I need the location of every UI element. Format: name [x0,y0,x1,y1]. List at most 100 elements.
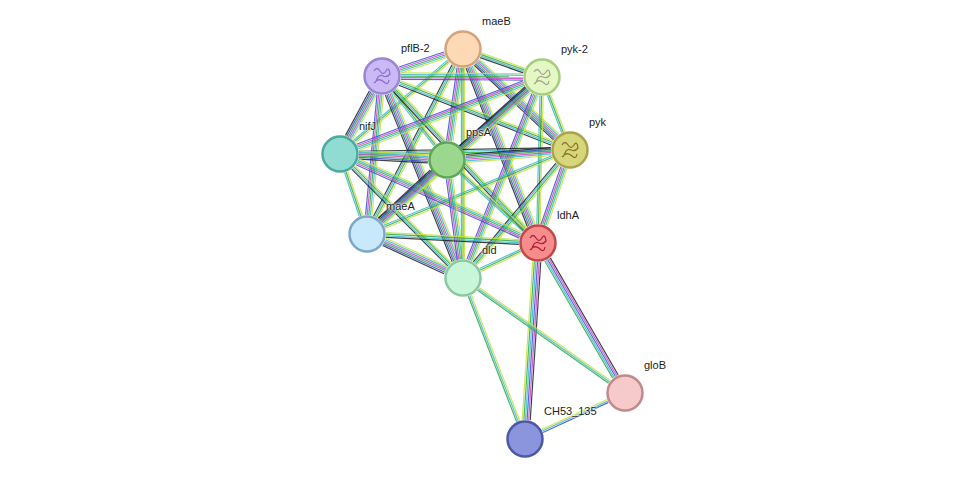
evidence-line [522,262,532,420]
evidence-line [466,151,551,158]
structure-icon [374,69,390,84]
node-label: ppsA [466,126,491,138]
evidence-line [386,236,519,243]
structure-icon [534,70,550,85]
interaction-edge [466,148,552,163]
node-label: maeA [386,200,415,212]
node-circle-shape [363,57,401,95]
evidence-line [386,238,447,266]
evidence-line [380,172,432,220]
node-circle [323,137,358,172]
interaction-edge [446,178,463,259]
protein-node: ppsA [428,141,466,179]
protein-node: nifJ [321,135,359,173]
node-label: dld [482,244,497,256]
evidence-line [345,173,360,217]
node-circle-shape [523,58,561,96]
evidence-line [460,174,523,231]
evidence-line [548,259,616,376]
node-circle [553,133,588,168]
interaction-edge [359,151,429,163]
node-circle-shape [506,420,544,458]
interaction-edge [547,94,564,133]
interaction-edge [468,295,519,422]
evidence-line [470,296,518,422]
evidence-line [473,163,556,262]
protein-node: dld [444,259,482,297]
node-circle [608,376,643,411]
node-circle-shape [321,135,359,173]
interaction-edge [473,163,559,265]
evidence-line [468,296,516,422]
evidence-line [461,173,524,230]
evidence-line [401,74,523,76]
evidence-line [476,165,559,264]
evidence-line [478,290,609,383]
node-label: nifJ [359,120,376,132]
evidence-line [359,159,428,163]
evidence-line [466,148,551,155]
node-circle [430,143,465,178]
evidence-line [378,170,430,218]
protein-node: pyk [551,131,589,169]
evidence-line [549,95,563,133]
structure-icon [530,236,546,251]
evidence-line [381,173,433,221]
evidence-line [383,175,435,223]
node-circle [521,226,556,261]
evidence-line [550,258,618,375]
interaction-edge [522,262,540,421]
evidence-line [537,96,540,224]
protein-node: CH53_135 [506,420,544,458]
evidence-line [542,401,607,431]
node-circle-shape [348,215,386,253]
evidence-line [466,149,551,156]
evidence-line [446,179,457,259]
evidence-line [383,244,444,272]
evidence-line [386,234,519,241]
interaction-edge [383,238,448,273]
evidence-line [379,171,431,219]
evidence-line [401,77,523,79]
interaction-edge [345,171,363,216]
node-label: CH53_135 [544,405,597,417]
evidence-line [359,87,525,150]
node-circle [525,60,560,95]
node-circle-shape [428,141,466,179]
interaction-edge [401,73,523,80]
evidence-line [384,176,436,224]
evidence-line [346,172,361,216]
node-circle-shape [519,224,557,262]
evidence-line [543,402,608,432]
node-circle-shape [444,30,482,68]
evidence-line [475,164,558,263]
interaction-edge [345,91,376,139]
protein-node: gloB [606,374,644,412]
node-label: ldhA [557,209,579,221]
interaction-edge [378,170,436,224]
node-label: pyk-2 [561,43,588,55]
evidence-line [384,243,445,271]
node-circle-shape [551,131,589,169]
node-circle [446,32,481,67]
protein-node: ldhA [519,224,557,262]
structure-icon [562,143,578,158]
node-circle [446,261,481,296]
node-label: pflB-2 [401,42,430,54]
node-label: pyk [589,116,606,128]
protein-node: pyk-2 [523,58,561,96]
protein-node: maeB [444,30,482,68]
interaction-edge [386,233,519,245]
evidence-line [471,295,519,421]
node-label: gloB [644,359,666,371]
evidence-line [462,172,525,229]
evidence-line [400,53,445,68]
evidence-line [542,399,607,429]
evidence-line [385,241,446,269]
evidence-line [383,246,444,274]
evidence-line [401,76,523,78]
evidence-line [401,72,523,74]
node-label: maeB [482,15,511,27]
node-circle-shape [606,374,644,412]
